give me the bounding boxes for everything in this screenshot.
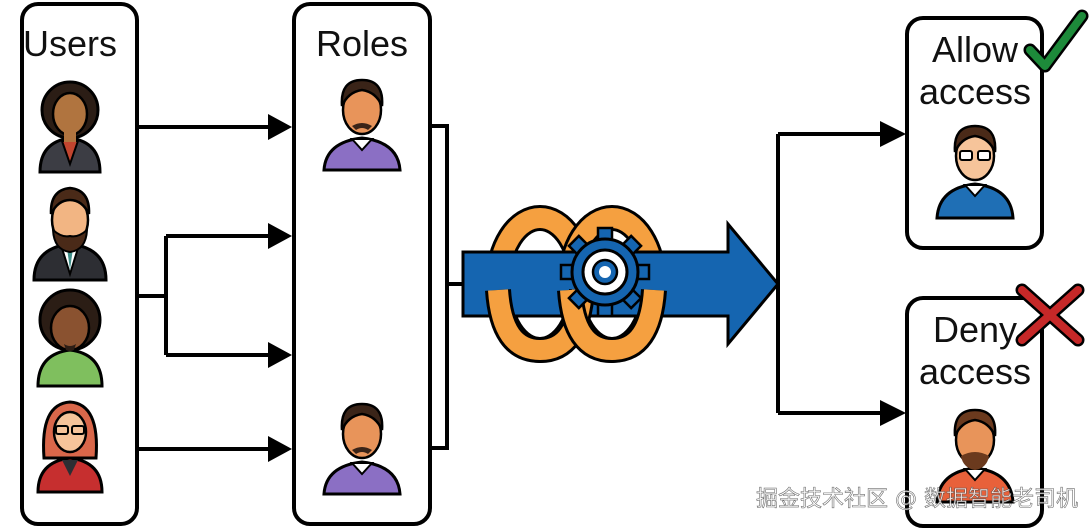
role-avatar-2 — [322, 402, 402, 496]
roles-box — [292, 2, 432, 526]
user-to-role-arrows — [137, 125, 268, 451]
roles-bracket — [430, 124, 449, 450]
gear-icon — [559, 226, 651, 318]
allow-avatar — [935, 124, 1015, 220]
allow-label-line1: Allow — [932, 29, 1019, 70]
user-avatar-3 — [36, 288, 104, 388]
allow-label-line2: access — [919, 71, 1031, 112]
process-rings-front — [485, 288, 667, 364]
deny-label-line2: access — [919, 351, 1031, 392]
deny-avatar — [935, 408, 1015, 504]
deny-label-line1: Deny — [933, 309, 1017, 350]
user-to-role-arrowheads — [268, 114, 292, 462]
user-avatar-1 — [38, 80, 102, 174]
cross-icon — [1015, 283, 1085, 347]
user-avatar-4 — [36, 400, 104, 494]
outcome-arrowheads — [880, 121, 906, 426]
outcome-branch-lines — [776, 132, 882, 415]
role-avatar-1 — [322, 78, 402, 172]
users-title: Users — [23, 23, 117, 64]
roles-title: Roles — [316, 23, 408, 64]
user-avatar-2 — [32, 186, 108, 282]
watermark-text: 掘金技术社区 @ 数据智能老司机 — [756, 487, 1078, 512]
